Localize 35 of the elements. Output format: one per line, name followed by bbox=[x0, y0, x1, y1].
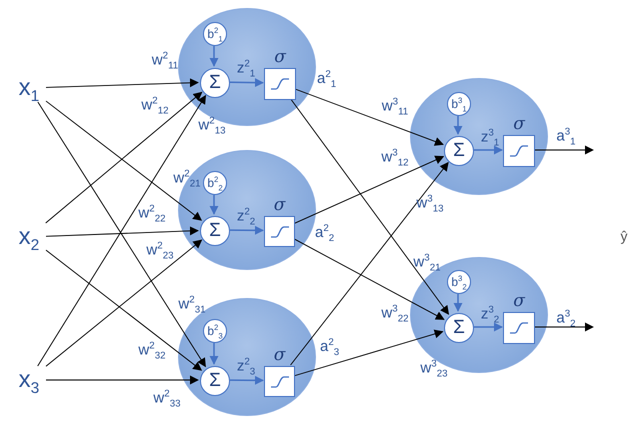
arrow bbox=[454, 294, 462, 312]
arrow bbox=[290, 98, 450, 315]
arrow bbox=[46, 226, 199, 237]
arrow bbox=[534, 322, 594, 332]
output-symbol: ŷ bbox=[620, 228, 628, 244]
input-label: x$_{3}$ bbox=[12, 366, 46, 394]
input-label: x$_{1}$ bbox=[12, 74, 46, 102]
arrow bbox=[210, 46, 218, 67]
arrow bbox=[230, 78, 264, 88]
activation-symbol: σ bbox=[512, 291, 526, 311]
summation-node: Σ bbox=[444, 313, 474, 343]
arrow bbox=[210, 343, 218, 365]
arrow bbox=[474, 322, 503, 332]
arrow bbox=[290, 162, 449, 366]
input-label: x$_{2}$ bbox=[12, 223, 46, 251]
activation-symbol: σ bbox=[272, 345, 287, 365]
arrow bbox=[294, 88, 444, 146]
arrow bbox=[230, 226, 264, 235]
arrow bbox=[474, 146, 503, 154]
arrow bbox=[534, 146, 594, 154]
activation-symbol: σ bbox=[272, 195, 287, 215]
arrow bbox=[230, 376, 264, 385]
arrow bbox=[454, 116, 462, 135]
arrow bbox=[294, 156, 444, 224]
arrow bbox=[294, 238, 445, 320]
arrow bbox=[210, 195, 218, 215]
summation-node: Σ bbox=[200, 366, 230, 396]
arrow bbox=[46, 376, 199, 384]
activation-symbol: σ bbox=[512, 114, 526, 134]
activation-symbol: σ bbox=[273, 47, 288, 67]
summation-node: Σ bbox=[200, 68, 230, 98]
summation-node: Σ bbox=[444, 136, 474, 166]
arrow bbox=[294, 330, 444, 376]
arrow bbox=[46, 78, 199, 88]
summation-node: Σ bbox=[200, 216, 230, 246]
